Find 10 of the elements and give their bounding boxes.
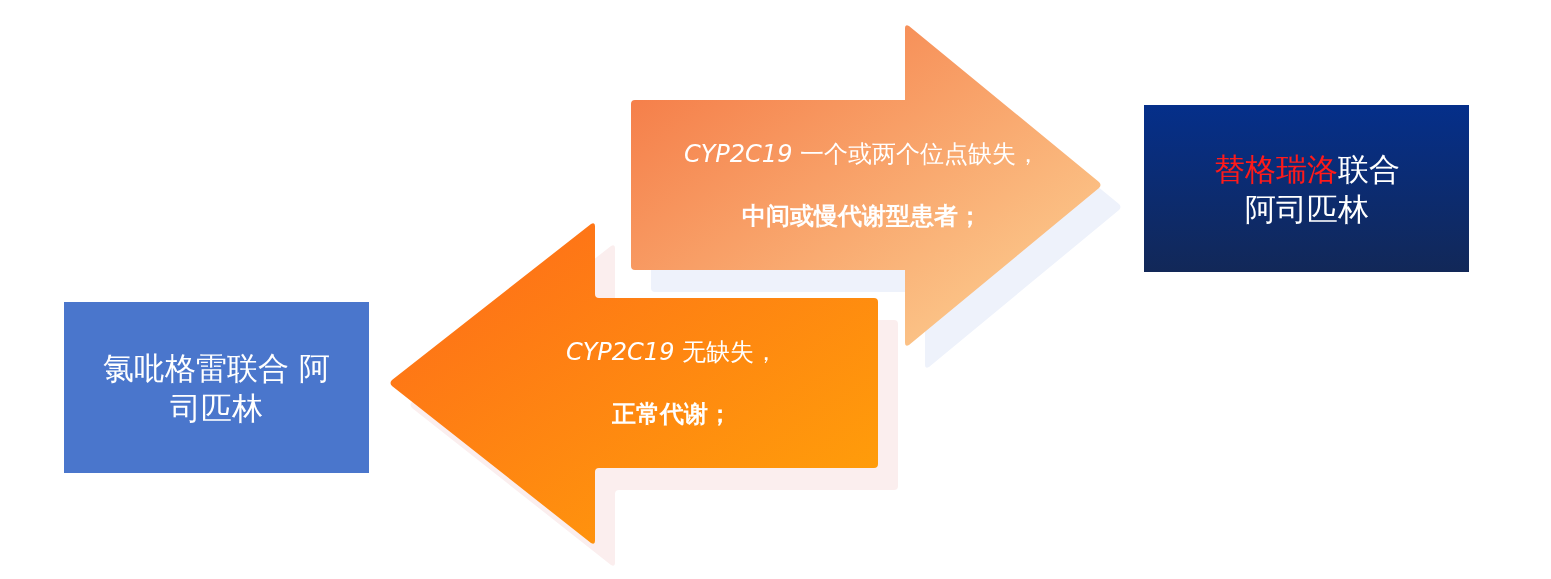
- box-text: 阿司匹林: [1244, 189, 1369, 229]
- box-text: 氯吡格雷联合 阿司匹林: [102, 348, 331, 428]
- drug-box: [64, 302, 369, 473]
- box-text: 联合: [1337, 150, 1400, 187]
- arrow-text: 正常代谢；: [612, 399, 732, 430]
- drug-name: 替格瑞洛: [1213, 150, 1338, 187]
- arrow-text: CYP2C19 无缺失，: [565, 337, 779, 368]
- drug-box: [1144, 105, 1469, 272]
- arrow-text: CYP2C19 一个或两个位点缺失，: [683, 139, 1041, 170]
- arrow-text: 中间或慢代谢型患者；: [742, 201, 982, 232]
